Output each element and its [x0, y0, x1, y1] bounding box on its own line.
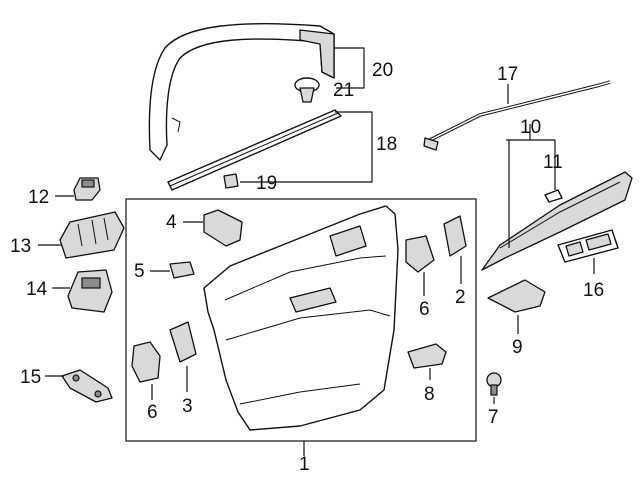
callout-11: 11 [543, 152, 563, 173]
window-frame-molding[interactable] [148, 22, 335, 161]
callout-7: 7 [488, 407, 499, 428]
handle-bracket-8[interactable] [407, 343, 447, 369]
callout-18: 18 [376, 134, 397, 155]
callout-20: 20 [372, 60, 393, 81]
callout-8: 8 [424, 384, 435, 405]
callout-21: 21 [333, 80, 354, 101]
pull-cup[interactable] [487, 279, 546, 313]
door-panel-frame [125, 198, 477, 442]
callout-5: 5 [134, 261, 145, 282]
clip-5[interactable] [169, 261, 195, 279]
callout-3: 3 [182, 396, 193, 417]
door-trim-panel[interactable] [203, 205, 399, 431]
callout-19: 19 [256, 173, 277, 194]
callout-15: 15 [20, 367, 41, 388]
bracket-2[interactable] [443, 215, 467, 257]
callout-10: 10 [520, 117, 541, 138]
callout-13: 13 [10, 236, 31, 257]
bracket-11[interactable] [544, 189, 563, 203]
leader-lines [38, 47, 595, 456]
callout-12: 12 [28, 187, 49, 208]
armrest-trim[interactable] [481, 171, 633, 271]
harness-15[interactable] [61, 369, 113, 403]
screw-7[interactable] [486, 372, 502, 396]
callout-2: 2 [455, 287, 466, 308]
bracket-3[interactable] [169, 321, 197, 363]
clip-19[interactable] [223, 173, 239, 189]
callout-6-left: 6 [147, 402, 158, 423]
bracket-6-left[interactable] [131, 341, 161, 383]
switch-14[interactable] [67, 269, 113, 313]
bracket-6-right[interactable] [405, 235, 435, 273]
switch-bezel[interactable] [557, 229, 619, 263]
beltline-weatherstrip[interactable] [167, 109, 342, 191]
callout-16: 16 [583, 280, 604, 301]
callout-9: 9 [512, 337, 523, 358]
callout-4: 4 [166, 212, 177, 233]
switch-12[interactable] [73, 177, 101, 201]
callout-1: 1 [299, 454, 310, 475]
callout-17: 17 [497, 64, 518, 85]
callout-6-right: 6 [419, 299, 430, 320]
upper-trim-molding[interactable] [423, 80, 611, 151]
callout-14: 14 [26, 279, 48, 300]
clip-21[interactable] [294, 77, 320, 103]
master-switch-13[interactable] [59, 211, 125, 259]
bracket-4[interactable] [203, 209, 243, 247]
